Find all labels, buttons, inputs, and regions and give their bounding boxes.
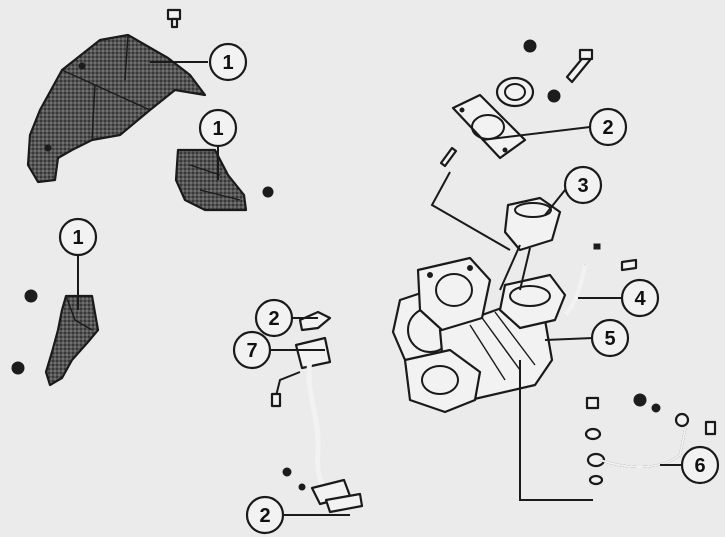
- callout-3: 3: [563, 165, 603, 205]
- callout-1-bracket: 1: [198, 108, 238, 148]
- callout-1-lower: 1: [58, 217, 98, 257]
- oil-line: [584, 393, 717, 486]
- callout-1-lower-label: 1: [72, 227, 83, 249]
- bolt-top: [166, 8, 182, 29]
- pipe-hose: [563, 243, 638, 317]
- callout-2-upper-pipe: 2: [254, 298, 294, 338]
- callout-2-lower-pipe: 2: [245, 495, 285, 535]
- callout-2-gasket-label: 2: [602, 117, 613, 139]
- heat-shield-upper: [26, 33, 207, 184]
- oil-return-pipe: [270, 310, 364, 514]
- callout-1-upper-label: 1: [222, 52, 233, 74]
- callout-4: 4: [620, 278, 660, 318]
- callout-2-gasket: 2: [588, 107, 628, 147]
- gasket-flange: [439, 39, 594, 168]
- callout-6-label: 6: [694, 455, 705, 477]
- callout-1-bracket-label: 1: [212, 118, 223, 140]
- callout-5: 5: [590, 318, 630, 358]
- callout-4-label: 4: [634, 288, 646, 310]
- heat-shield-lower: [11, 289, 100, 387]
- leader-lines: [77, 61, 682, 516]
- callout-1-upper: 1: [208, 42, 248, 82]
- callout-7: 7: [232, 330, 272, 370]
- callout-5-label: 5: [604, 328, 615, 350]
- callout-3-label: 3: [577, 175, 588, 197]
- callout-2-upper-pipe-label: 2: [268, 308, 279, 330]
- callout-7-label: 7: [246, 340, 257, 362]
- turbocharger: [391, 196, 567, 414]
- callout-2-lower-pipe-label: 2: [259, 505, 270, 527]
- callout-6: 6: [680, 445, 720, 485]
- heat-shield-bracket: [174, 148, 274, 212]
